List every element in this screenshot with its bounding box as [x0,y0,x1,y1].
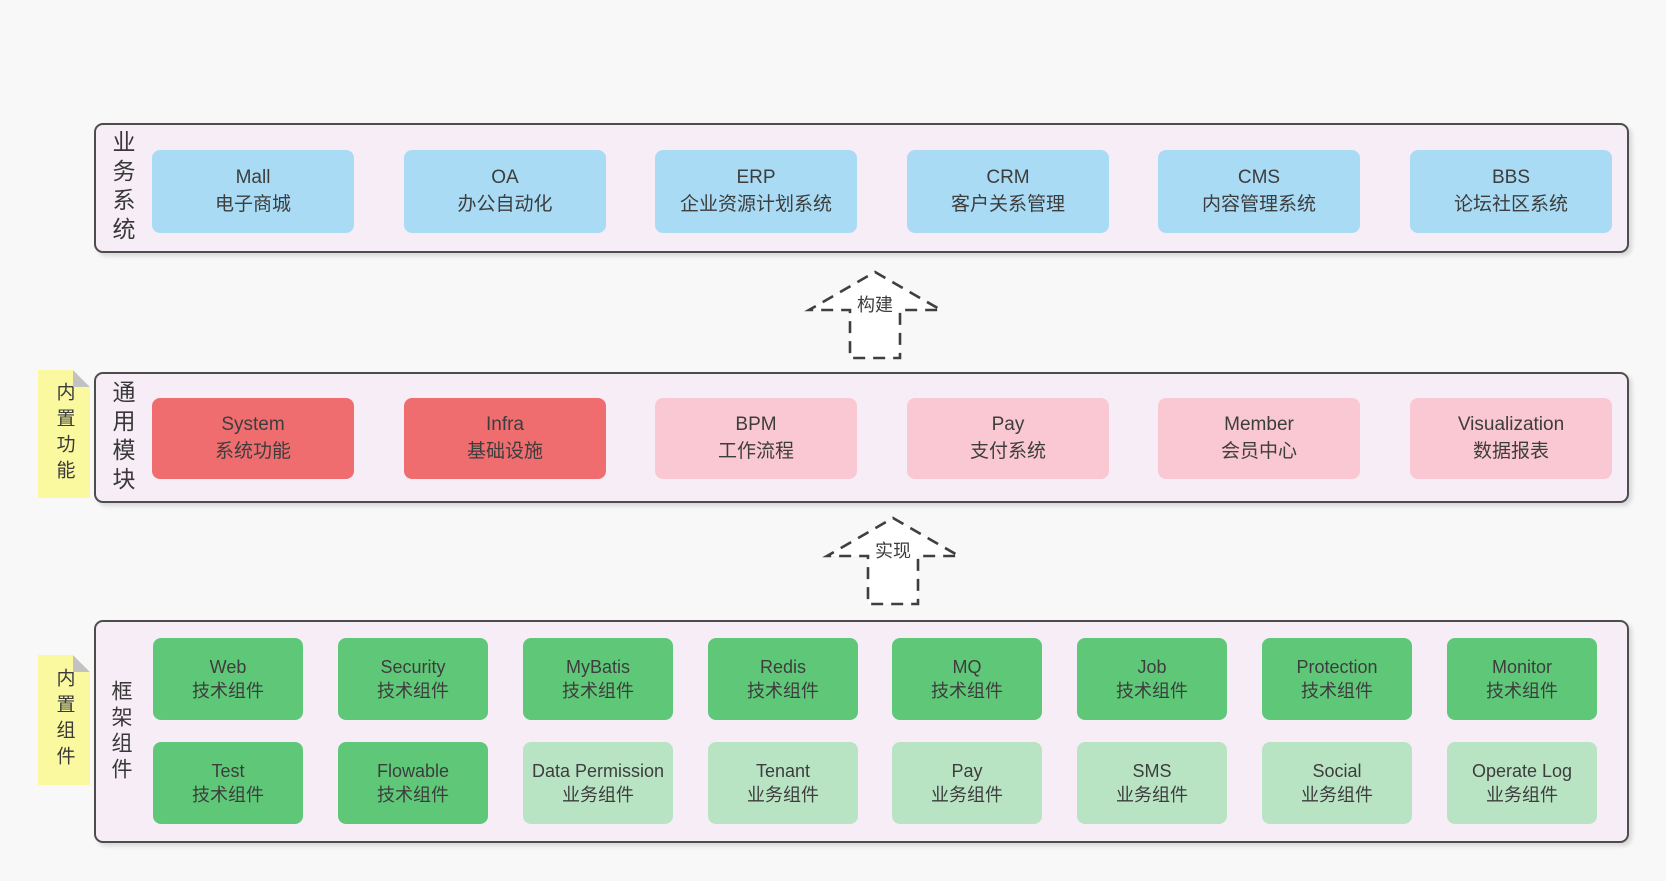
box-mq: MQ 技术组件 [892,638,1042,720]
box-bpm: BPM 工作流程 [655,398,857,479]
build-arrow-icon: 构建 [804,270,946,360]
box-pay: Pay 支付系统 [907,398,1109,479]
box-data-permission: Data Permission 业务组件 [523,742,673,824]
box-redis: Redis 技术组件 [708,638,858,720]
box-crm: CRM 客户关系管理 [907,150,1109,233]
box-visualization: Visualization 数据报表 [1410,398,1612,479]
section-label-framework: 框架组件 [109,679,132,784]
box-pay-biz: Pay 业务组件 [892,742,1042,824]
box-member: Member 会员中心 [1158,398,1360,479]
box-social: Social 业务组件 [1262,742,1412,824]
box-tenant: Tenant 业务组件 [708,742,858,824]
folded-corner-icon [73,370,90,387]
tab-built-in-features: 内置功能 [38,370,90,498]
section-label-modules: 通用模块 [109,379,135,496]
box-operate-log: Operate Log 业务组件 [1447,742,1597,824]
box-infra: Infra 基础设施 [404,398,606,479]
box-cms: CMS 内容管理系统 [1158,150,1360,233]
box-mall: Mall 电子商城 [152,150,354,233]
section-label-business: 业务系统 [109,130,135,246]
box-job: Job 技术组件 [1077,638,1227,720]
box-system: System 系统功能 [152,398,354,479]
arrow-label-bg [852,291,898,319]
tab-built-in-components: 内置组件 [38,655,90,785]
box-flowable: Flowable 技术组件 [338,742,488,824]
implement-arrow-label: 实现 [875,541,911,561]
box-test: Test 技术组件 [153,742,303,824]
folded-corner-icon [73,655,90,672]
arrow-label-bg [870,537,916,565]
box-web: Web 技术组件 [153,638,303,720]
build-arrow-label: 构建 [857,295,893,315]
box-erp: ERP 企业资源计划系统 [655,150,857,233]
box-monitor: Monitor 技术组件 [1447,638,1597,720]
box-oa: OA 办公自动化 [404,150,606,233]
box-sms: SMS 业务组件 [1077,742,1227,824]
box-protection: Protection 技术组件 [1262,638,1412,720]
implement-arrow-icon: 实现 [822,516,964,606]
box-mybatis: MyBatis 技术组件 [523,638,673,720]
box-bbs: BBS 论坛社区系统 [1410,150,1612,233]
box-security: Security 技术组件 [338,638,488,720]
